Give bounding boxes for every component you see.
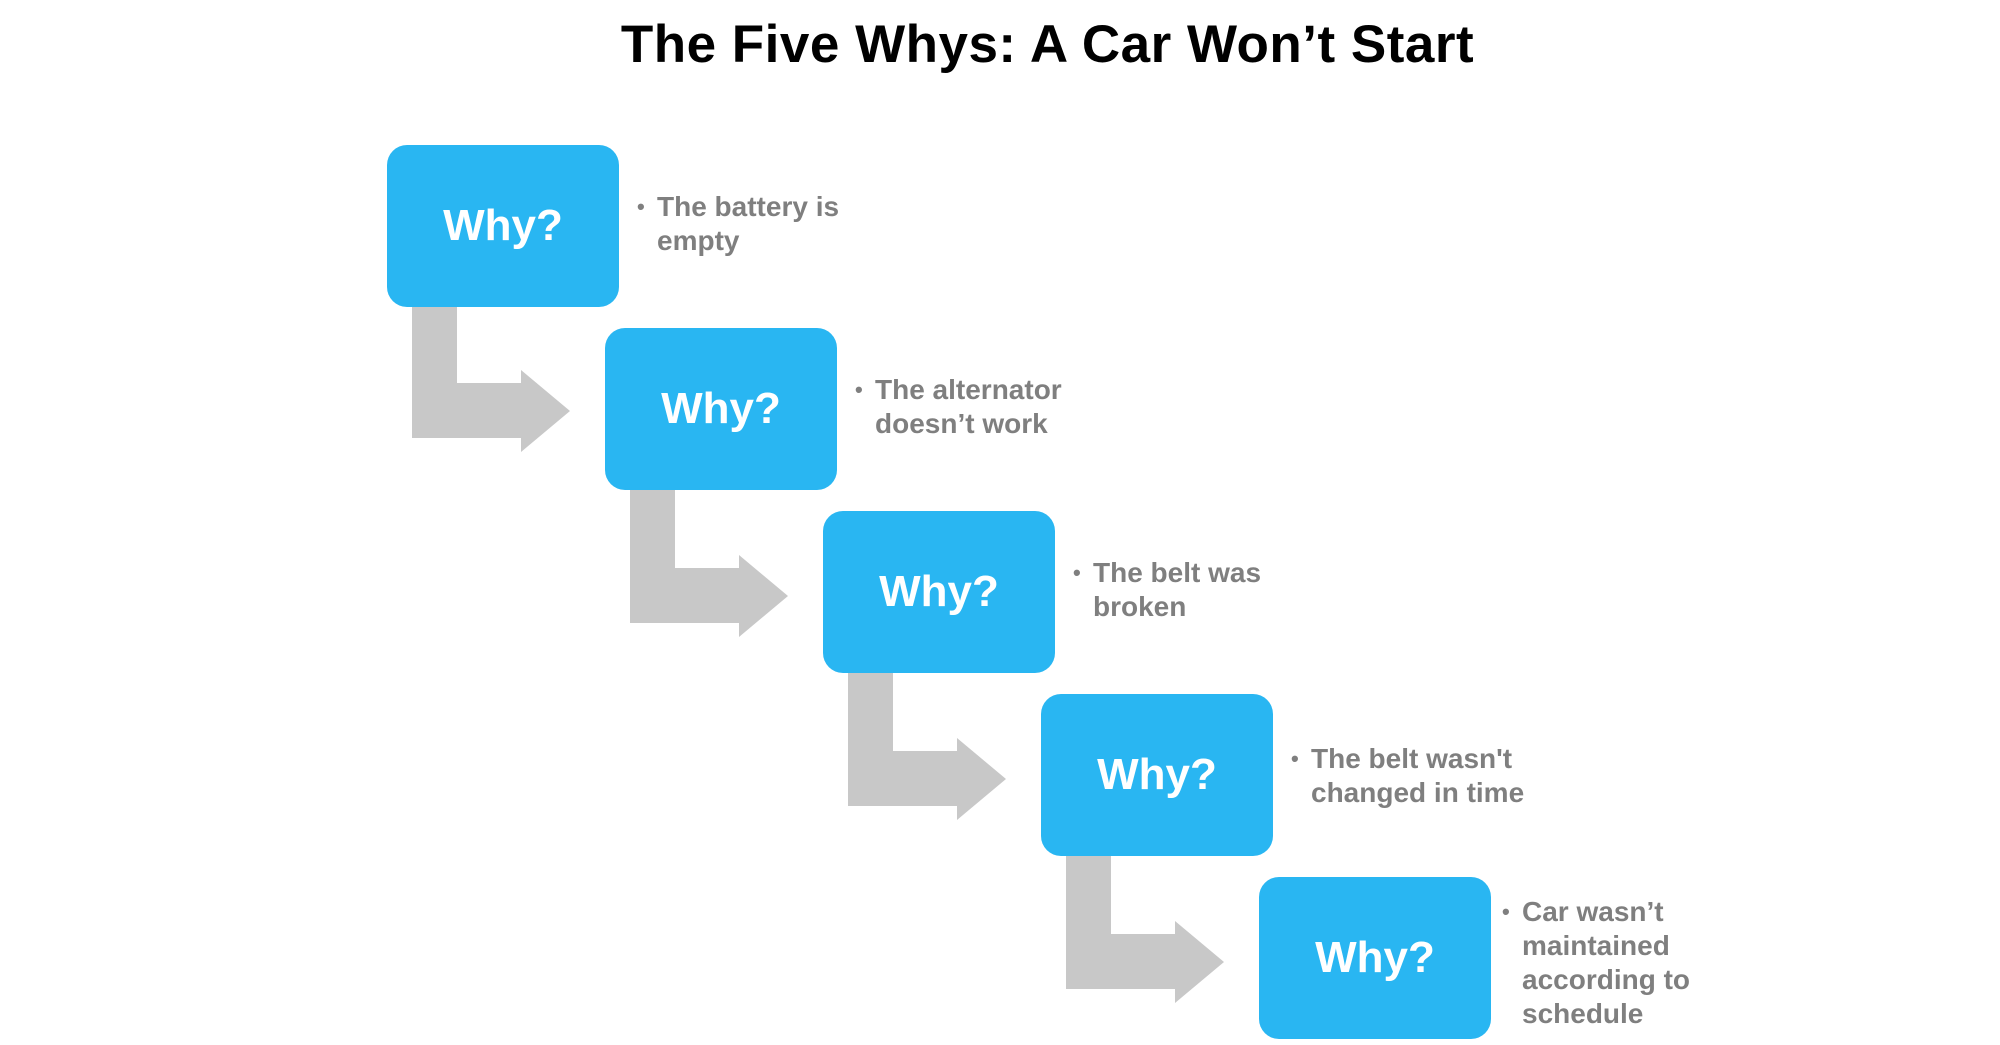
- bullet-icon: •: [1073, 560, 1081, 585]
- diagram-title: The Five Whys: A Car Won’t Start: [620, 15, 1475, 74]
- why-box-4: Why?: [1041, 694, 1273, 856]
- why-box-2: Why?: [605, 328, 837, 490]
- reason-text-3: The belt was broken: [1093, 557, 1262, 622]
- reason-2: • The alternator doesn’t work: [855, 373, 1062, 441]
- why-box-1: Why?: [387, 145, 619, 307]
- reason-text-2: The alternator doesn’t work: [875, 374, 1062, 439]
- connector-arrow-4: [1066, 852, 1224, 1003]
- reason-1: • The battery is empty: [637, 190, 839, 258]
- bullet-icon: •: [855, 377, 863, 402]
- connector-arrow-3: [848, 669, 1006, 820]
- connector-arrow-2: [630, 486, 788, 637]
- reason-text-4: The belt wasn't changed in time: [1311, 743, 1525, 808]
- connector-arrow-1: [412, 303, 570, 452]
- reason-5: • Car wasn’t maintained according to sch…: [1502, 895, 1690, 1031]
- reason-4: • The belt wasn't changed in time: [1291, 742, 1524, 810]
- reason-text-5: Car wasn’t maintained according to sched…: [1522, 896, 1691, 1029]
- bullet-icon: •: [1291, 746, 1299, 771]
- why-box-3: Why?: [823, 511, 1055, 673]
- why-box-5: Why?: [1259, 877, 1491, 1039]
- reason-3: • The belt was broken: [1073, 556, 1261, 624]
- bullet-icon: •: [637, 194, 645, 219]
- bullet-icon: •: [1502, 899, 1510, 924]
- reason-text-1: The battery is empty: [657, 191, 840, 256]
